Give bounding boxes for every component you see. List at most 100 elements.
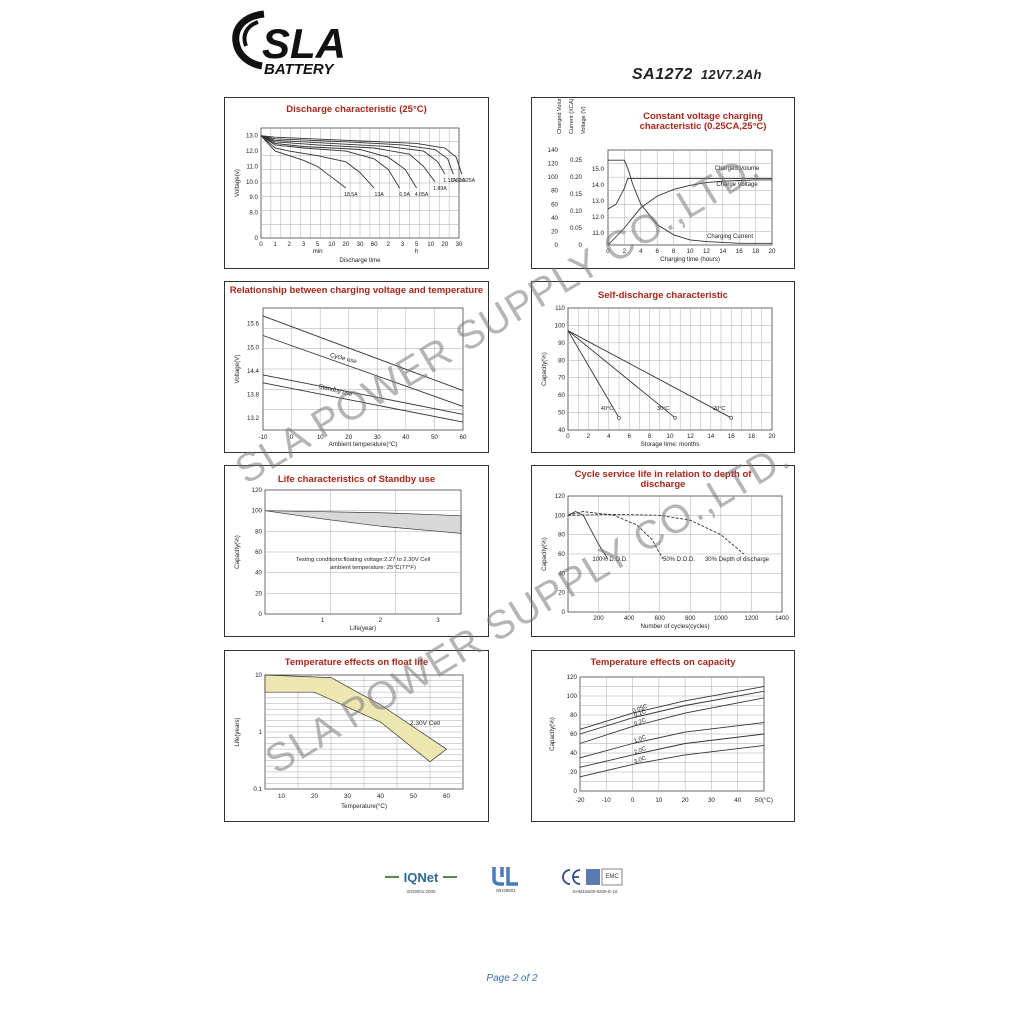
x-tick-label: 0 — [290, 434, 294, 441]
x-tick-label: 20 — [342, 241, 349, 248]
y-tick-label: 60 — [558, 392, 565, 399]
x-tick-label: 5 — [415, 241, 419, 248]
x-tick-label: 14 — [707, 433, 714, 440]
y-tick-label: 0.1 — [253, 786, 262, 793]
y-tick-label: 40 — [558, 427, 565, 434]
y-tick-label: 60 — [570, 731, 577, 738]
chart-title: Cycle service life in relation to depth … — [574, 469, 752, 490]
x-tick-label: 8 — [672, 248, 676, 255]
page-number: Page 2 of 2 — [486, 973, 538, 984]
y-tick-label: 70 — [558, 375, 565, 382]
series-20C — [567, 330, 732, 419]
y-tick-voltage: 11.0 — [592, 230, 604, 237]
y-tick-volume: 120 — [548, 161, 559, 168]
x-tick-label: 3 — [302, 241, 306, 248]
logo-text-battery: BATTERY — [264, 61, 335, 78]
band-line-Cycle-use — [262, 335, 464, 407]
y-tick-label: 20 — [255, 590, 262, 597]
series-label: 0.1C — [633, 709, 647, 719]
x-tick-label: -10 — [259, 434, 269, 441]
x-tick-label: 10 — [427, 241, 434, 248]
series-label: 2.0C — [633, 746, 647, 756]
x-tick-label: 1 — [321, 617, 325, 624]
x-tick-label: 60 — [460, 434, 467, 441]
y-tick-label: 13.8 — [247, 392, 260, 399]
series-label: 1.11A — [443, 178, 457, 184]
x-tick-label: 16 — [736, 248, 743, 255]
y-tick-label: 80 — [558, 532, 565, 539]
series-endpoint — [673, 416, 677, 420]
iso-text: ISO9001:2000 — [406, 889, 436, 894]
x-tick-label: 10 — [328, 241, 335, 248]
x-tick-label: 0 — [631, 797, 635, 804]
chart-cv-charging: Charged Volume (%)Current (XCA)Voltage (… — [548, 98, 776, 263]
x-tick-label: 1200 — [745, 615, 759, 622]
y-tick-voltage: 12.0 — [592, 214, 605, 221]
y-tick-label: 110 — [555, 305, 565, 312]
y-axis-label: Capacity(%) — [234, 535, 241, 569]
x-tick-label: 20 — [345, 434, 352, 441]
y-tick-current: 0.20 — [570, 174, 583, 181]
x-tick-label: 0 — [606, 248, 610, 255]
emc-text: EMC — [605, 874, 619, 880]
y-tick-label: 15.6 — [247, 321, 260, 328]
x-tick-label: 30 — [344, 793, 351, 800]
y-tick-voltage: 13.0 — [592, 198, 605, 205]
y-tick-current: 0.05 — [570, 225, 583, 232]
x-tick-label: 30 — [456, 241, 463, 248]
annotation-cell: 2.30V Cell — [410, 720, 441, 727]
x-tick-label: 0 — [566, 433, 570, 440]
x-tick-label: 2 — [587, 433, 591, 440]
x-tick-label: 30 — [374, 434, 381, 441]
model-code: SA1272 — [632, 66, 693, 83]
y-tick-current: 0.15 — [570, 191, 583, 198]
y-tick-current: 0.10 — [570, 208, 583, 215]
x-tick-label: 6 — [655, 248, 659, 255]
y-tick-label: 15.0 — [247, 344, 260, 351]
x-axis-label: Ambient temperature(°C) — [329, 441, 398, 448]
y-axis-label: Voltage(v) — [234, 169, 241, 197]
x-tick-label: 2 — [379, 617, 383, 624]
x-axis-label: Charging time (hours) — [660, 256, 720, 263]
y-tick-label: 100 — [555, 322, 566, 329]
series-label: 100% D.O.D. — [592, 557, 628, 563]
x-tick-label: -20 — [576, 797, 586, 804]
y-tick-label: 40 — [255, 570, 262, 577]
x-unit-min: min — [313, 248, 324, 255]
series-18_5A — [260, 135, 347, 189]
series-4_05A — [260, 135, 417, 189]
x-tick-label: 20 — [769, 248, 776, 255]
series-13A — [260, 135, 375, 189]
y-tick-label: 12.0 — [246, 148, 259, 155]
chart-title: Self-discharge characteristic — [598, 290, 728, 301]
y-tick-label: 13.2 — [247, 415, 260, 422]
y-tick-label: 10.0 — [246, 179, 259, 186]
y-tick-label: 0 — [259, 611, 263, 618]
y-tick-label: 50 — [558, 410, 565, 417]
life-band — [264, 510, 462, 534]
x-tick-label: 16 — [728, 433, 735, 440]
y-tick-label: 40 — [558, 570, 565, 577]
chart-title: Temperature effects on capacity — [590, 657, 736, 668]
annotation-temperature: ambient temperature: 25°C(77°F) — [330, 565, 416, 571]
x-tick-label: 10 — [317, 434, 324, 441]
x-tick-label: 1400 — [775, 615, 789, 622]
x-axis-label: Number of cycles(cycles) — [640, 623, 709, 630]
series-label-current: Charging Current — [707, 234, 753, 240]
y-tick-volume: 40 — [551, 215, 558, 222]
x-tick-label: 1 — [273, 241, 277, 248]
series-label: 1.0C — [633, 735, 647, 745]
series-dod-0 — [567, 510, 609, 560]
chart-title: Discharge characteristic (25°C) — [286, 104, 427, 115]
series-label: 30% Depth of discharge — [705, 557, 770, 563]
x-tick-label: 800 — [685, 615, 696, 622]
annotation-conditions: Testing conditions:floating voltage:2.27… — [296, 557, 430, 563]
y-tick-label: 100 — [555, 512, 566, 519]
y-tick-label: 80 — [255, 528, 262, 535]
series-label-volume: Charged Volume — [715, 166, 760, 172]
ce-code-text: SHM15608-9205-E-16 — [572, 889, 618, 894]
